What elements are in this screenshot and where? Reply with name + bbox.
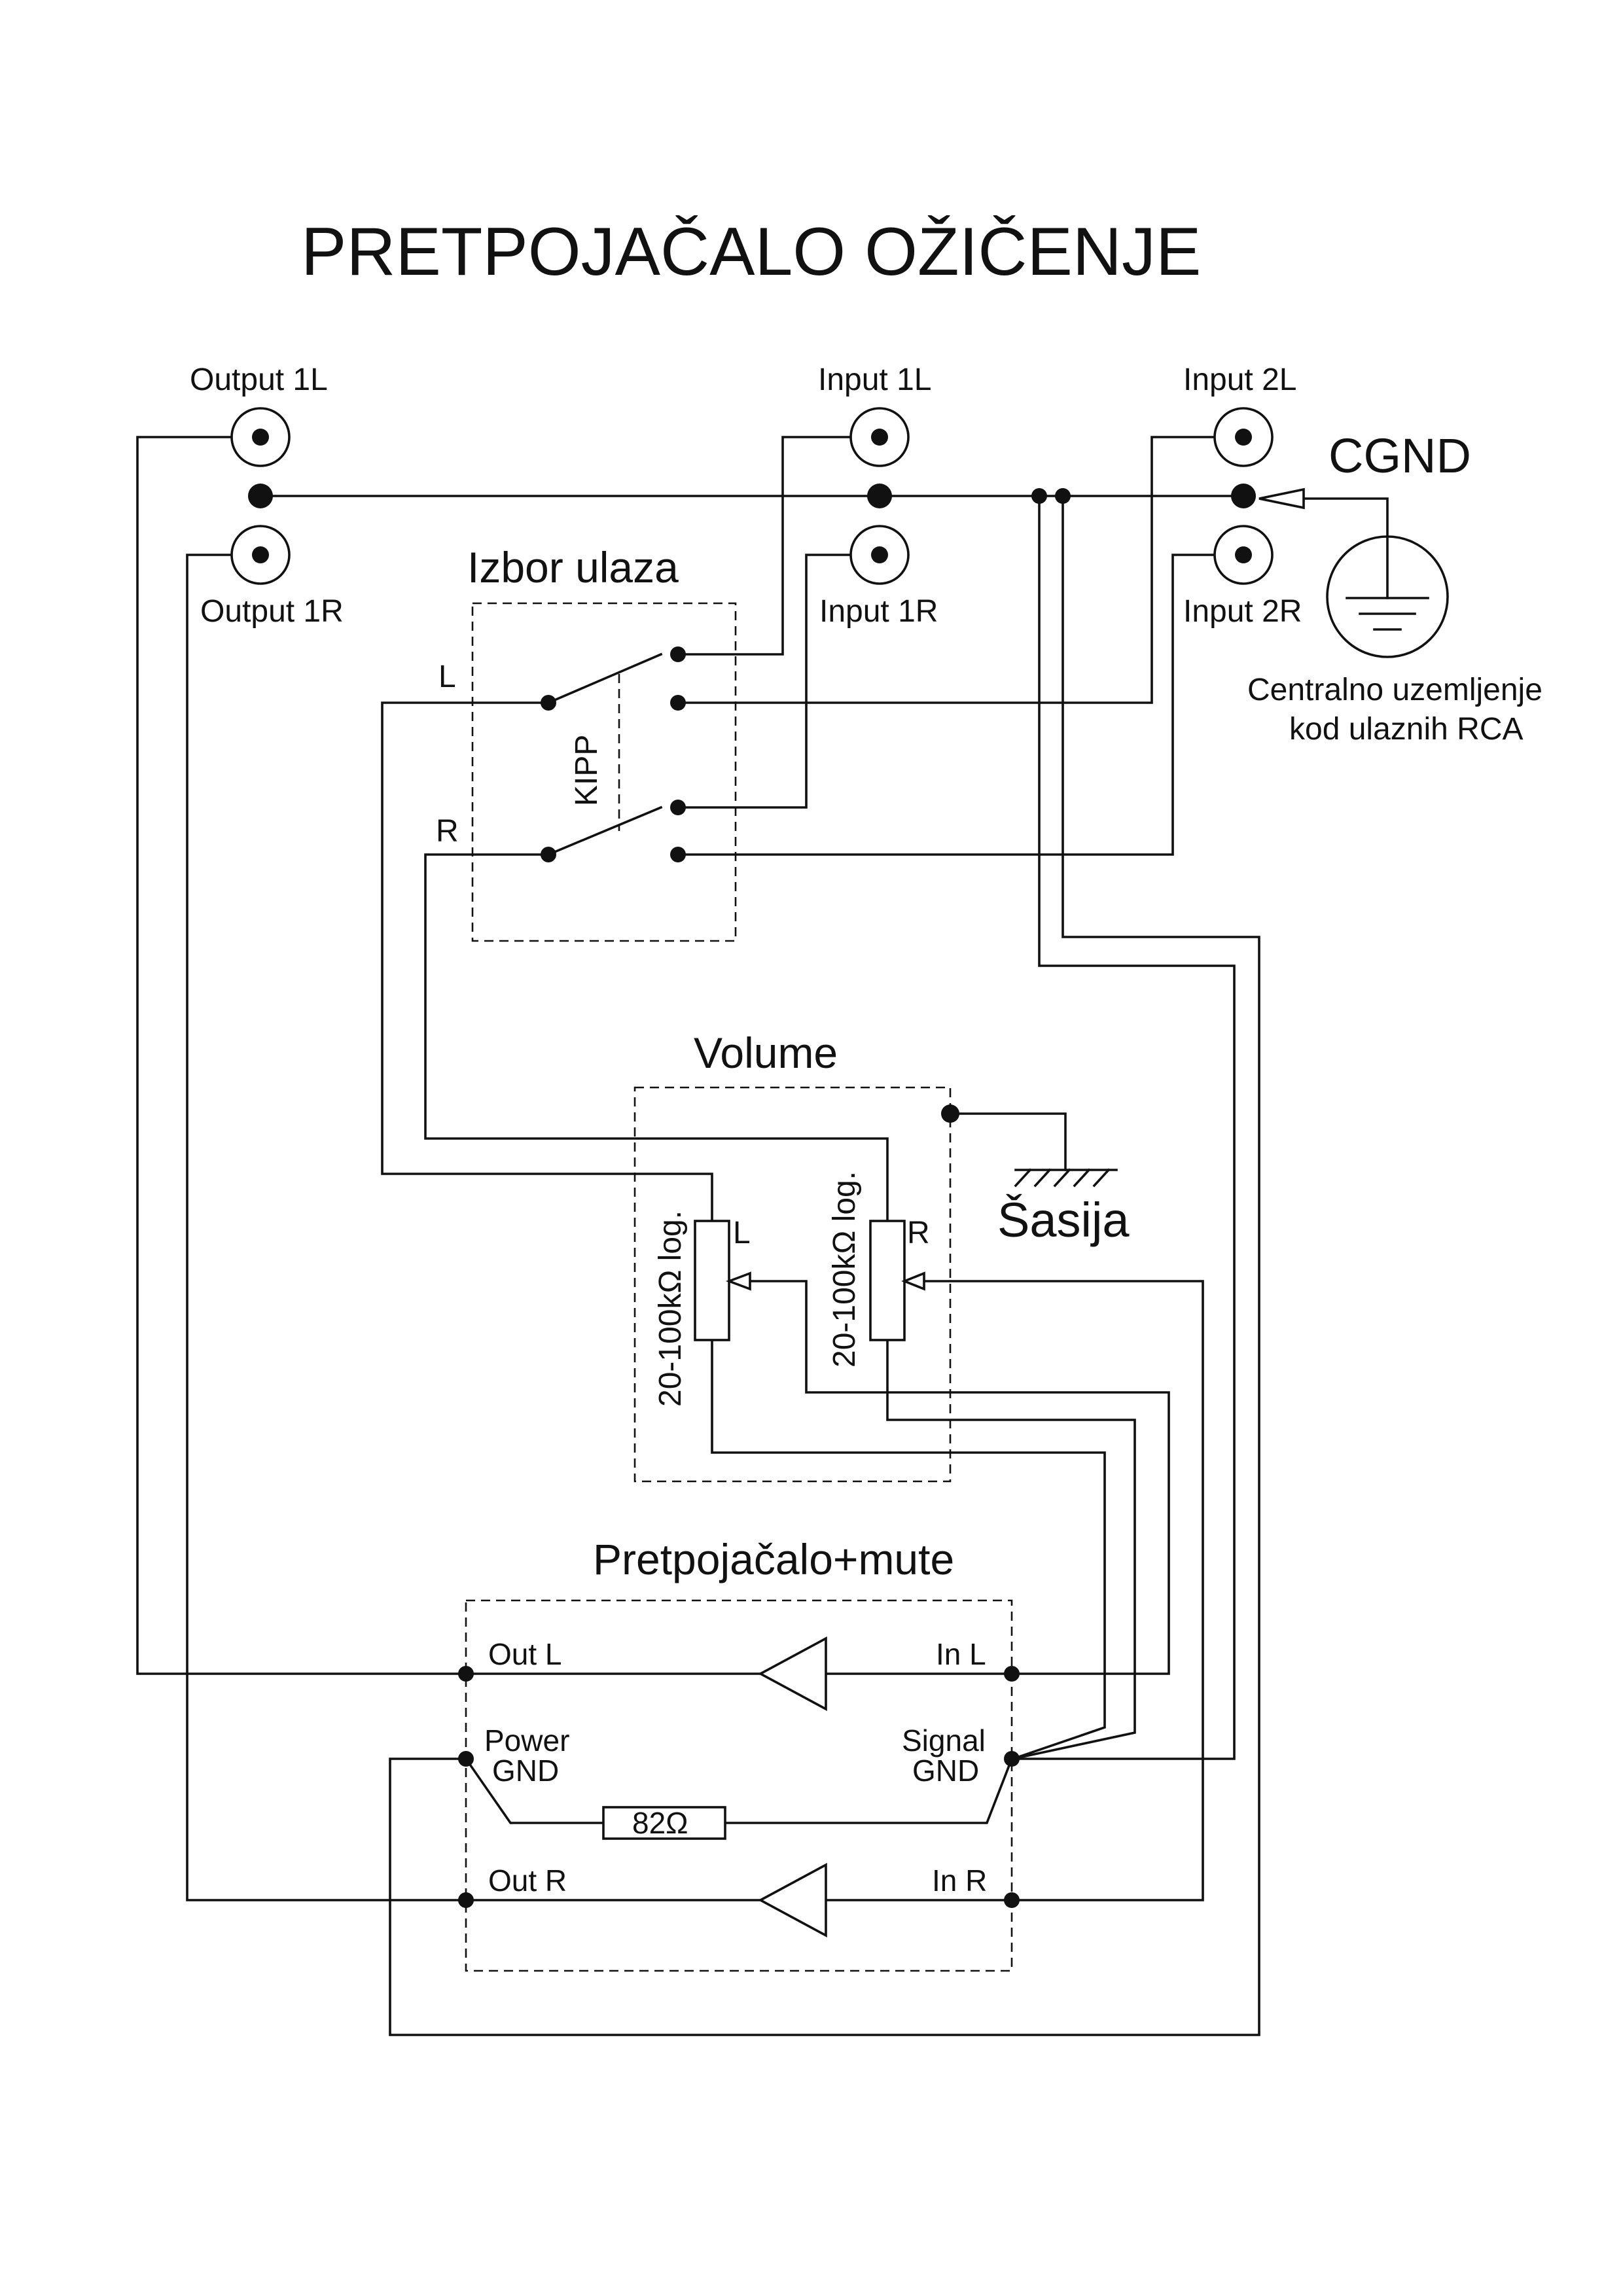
terminal-in-l [1004, 1666, 1020, 1682]
rca-input-2l [1213, 407, 1274, 467]
chassis-ground-hatch [1014, 1168, 1111, 1188]
label-pot-left-value: 20-100kΩ log. [653, 1210, 688, 1407]
junction-input-1 [867, 484, 892, 508]
label-chassis: Šasija [997, 1193, 1130, 1247]
rca-output-1r [230, 525, 291, 585]
switch-contact [541, 847, 556, 862]
label-cgnd: CGND [1329, 429, 1471, 483]
terminal-signal-gnd [1004, 1751, 1020, 1767]
volume-title: Volume [694, 1029, 838, 1077]
junction-gnd-power [1055, 488, 1071, 504]
switch-blade-l [546, 652, 663, 705]
label-in-l: In L [936, 1637, 986, 1671]
label-input-2r: Input 2R [1183, 594, 1302, 629]
wire-output-1l [136, 436, 467, 1675]
wire-input-1l [677, 436, 881, 656]
label-power-gnd-1: Power [484, 1723, 569, 1757]
wire-pot-r-wiper [923, 1280, 1204, 1901]
label-signal-gnd-2: GND [912, 1754, 979, 1788]
terminal-power-gnd [458, 1751, 474, 1767]
preamp-box [465, 1599, 1013, 1972]
label-input-2l: Input 2L [1183, 362, 1296, 397]
terminal-out-r [458, 1892, 474, 1908]
rca-output-1l [230, 407, 291, 467]
label-pot-right: R [907, 1216, 930, 1250]
wire-resistor-signal [724, 1757, 1014, 1824]
volume-pot-right [869, 1220, 925, 1341]
label-input-1r: Input 1R [819, 594, 938, 629]
switch-contact [670, 695, 686, 711]
label-output-1r: Output 1R [200, 594, 344, 629]
volume-pot-left [694, 1220, 751, 1341]
junction-output [248, 484, 273, 508]
switch-blade-r [546, 805, 663, 857]
wire-pot-l-bottom [711, 1339, 1106, 1761]
wire-switch-l-common [381, 701, 713, 1222]
wire-chassis [949, 1112, 1067, 1171]
label-switch-r: R [436, 814, 459, 849]
wire-input-1r [677, 554, 881, 809]
amplifier-right-icon [758, 1862, 827, 1938]
label-resistor: 82Ω [632, 1806, 688, 1840]
label-kipp: KIPP [569, 735, 604, 806]
resistor-82-ohm [602, 1806, 726, 1840]
label-pot-left: L [733, 1216, 751, 1250]
cgnd-arrow [1258, 487, 1305, 510]
wire-pot-l-wiper [749, 1280, 1170, 1675]
terminal-out-l [458, 1666, 474, 1682]
amplifier-left-icon [758, 1636, 827, 1712]
wire-switch-r-common [424, 853, 889, 1222]
label-input-1l: Input 1L [818, 362, 931, 397]
label-central-ground-2: kod ulaznih RCA [1289, 712, 1524, 747]
rca-input-1r [849, 525, 910, 585]
switch-contact [541, 695, 556, 711]
wire-gnd-signal [1012, 495, 1236, 1760]
junction-gnd-signal [1031, 488, 1047, 504]
rca-input-1l [849, 407, 910, 467]
label-signal-gnd-1: Signal [902, 1723, 986, 1757]
page-title: PRETPOJAČALO OŽIČENJE [301, 214, 1201, 290]
wire-gnd-power [389, 495, 1260, 2036]
label-in-r: In R [932, 1863, 987, 1898]
switch-contact [670, 847, 686, 862]
label-out-l: Out L [488, 1637, 562, 1671]
wires [136, 436, 1389, 2036]
cgnd-lead [1302, 497, 1389, 538]
label-pot-right-value: 20-100kΩ log. [827, 1171, 862, 1368]
wire-input-2l [677, 436, 1245, 704]
volume-box [633, 1086, 952, 1483]
chassis-junction [941, 1104, 959, 1123]
terminal-in-r [1004, 1892, 1020, 1908]
earth-ground-icon [1326, 535, 1449, 658]
preamp-title: Pretpojačalo+mute [593, 1535, 954, 1583]
wire-input-2r [677, 554, 1245, 856]
switch-contact [670, 800, 686, 815]
input-select-title: Izbor ulaza [467, 543, 679, 592]
label-switch-l: L [438, 660, 456, 694]
label-central-ground-1: Centralno uzemljenje [1247, 673, 1543, 707]
rca-input-2r [1213, 525, 1274, 585]
label-output-1l: Output 1L [190, 362, 328, 397]
input-selector-box [471, 602, 737, 942]
switch-contact [670, 646, 686, 662]
wire-output-1r [186, 554, 467, 1901]
label-out-r: Out R [488, 1863, 567, 1898]
junction-input-2 [1231, 484, 1256, 508]
label-power-gnd-2: GND [492, 1754, 559, 1788]
wire-gnd-resistor [464, 1757, 605, 1824]
